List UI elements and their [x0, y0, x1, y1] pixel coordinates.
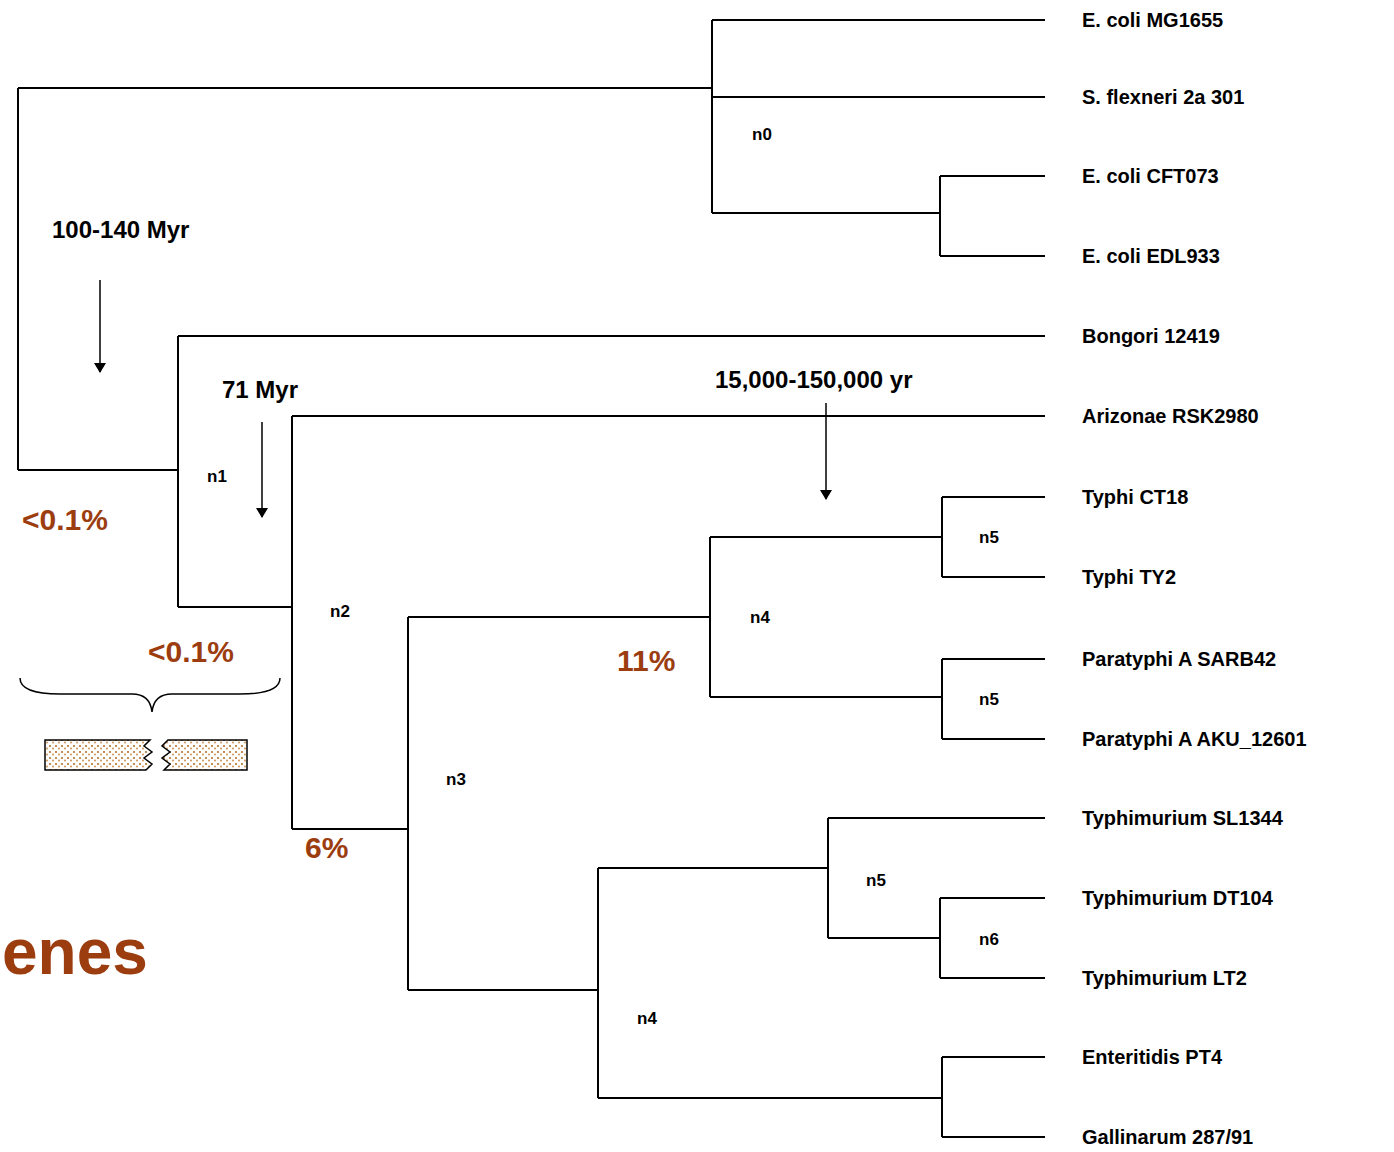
time-estimate: 71 Myr	[222, 378, 298, 402]
time-estimate: 15,000-150,000 yr	[715, 368, 913, 392]
leaf-label: Arizonae RSK2980	[1082, 406, 1259, 426]
node-id: n0	[750, 125, 774, 144]
time-arrows	[100, 280, 826, 517]
percentage: 11%	[617, 646, 675, 676]
leaf-label: Paratyphi A AKU_12601	[1082, 729, 1307, 749]
node-id: n1	[205, 467, 229, 486]
percentage: <0.1%	[22, 505, 108, 535]
curly-brace	[20, 678, 280, 712]
leaf-label: Enteritidis PT4	[1082, 1047, 1222, 1067]
leaf-label: S. flexneri 2a 301	[1082, 87, 1244, 107]
leaf-label: E. coli MG1655	[1082, 10, 1223, 30]
node-id: n5	[977, 690, 1001, 709]
percentage: 6%	[305, 833, 348, 863]
leaf-label: Typhimurium DT104	[1082, 888, 1273, 908]
leaf-label: E. coli CFT073	[1082, 166, 1219, 186]
time-estimate: 100-140 Myr	[52, 218, 189, 242]
node-id: n4	[748, 608, 772, 627]
leaf-label: Typhimurium LT2	[1082, 968, 1247, 988]
leaf-label: Typhimurium SL1344	[1082, 808, 1283, 828]
node-id: n2	[328, 602, 352, 621]
node-id: n6	[977, 930, 1001, 949]
node-id: n5	[864, 871, 888, 890]
leaf-label: Bongori 12419	[1082, 326, 1220, 346]
leaf-label: E. coli EDL933	[1082, 246, 1220, 266]
leaf-label: Gallinarum 287/91	[1082, 1127, 1253, 1147]
chromosome-illustration	[45, 740, 247, 770]
leaf-label: Typhi TY2	[1082, 567, 1176, 587]
tree-branches	[18, 20, 1045, 1137]
leaf-label: Paratyphi A SARB42	[1082, 649, 1276, 669]
node-id: n3	[444, 770, 468, 789]
node-id: n5	[977, 528, 1001, 547]
node-id: n4	[635, 1009, 659, 1028]
leaf-label: Typhi CT18	[1082, 487, 1188, 507]
heading-fragment: enes	[2, 920, 148, 984]
percentage: <0.1%	[148, 637, 234, 667]
